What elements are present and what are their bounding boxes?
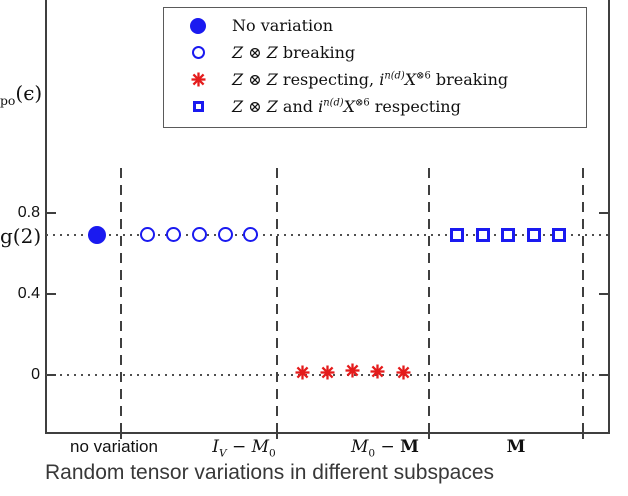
asterisk-marker-legend — [191, 72, 205, 87]
x-axis-tick — [582, 433, 584, 439]
text-segment: ⊗ — [243, 70, 267, 89]
dashed-region-divider — [276, 168, 278, 433]
dashed-region-divider — [120, 168, 122, 433]
text-segment: M — [506, 437, 526, 457]
open-circle-marker-series-1 — [140, 227, 155, 242]
legend-row: Z ⊗ Z and in(d)X⊗6 respecting — [164, 93, 586, 120]
text-segment: ⊗ — [243, 43, 267, 62]
text-segment: Z — [232, 70, 244, 89]
open-square-marker-series-3 — [552, 228, 566, 242]
text-segment: X — [404, 70, 417, 89]
y-axis-tick-right — [599, 374, 608, 376]
x-axis-tick — [120, 433, 122, 439]
text-segment: breaking — [277, 43, 356, 62]
filled-circle-marker-legend — [190, 17, 206, 34]
y-axis-right — [608, 0, 610, 433]
text-segment: n(d) — [323, 97, 344, 109]
dashed-region-divider — [428, 168, 430, 433]
text-segment: Z — [232, 97, 244, 116]
text-segment: V — [218, 447, 227, 460]
text-segment: M — [350, 437, 369, 457]
log2-tick-label-fragment: g(2) — [0, 224, 41, 248]
legend-row: No variation — [164, 12, 586, 39]
legend-marker-cell — [164, 17, 232, 34]
text-segment: po — [0, 93, 16, 108]
text-segment: i — [379, 70, 385, 89]
text-segment: respecting, — [277, 70, 380, 89]
dashed-region-divider — [582, 168, 584, 433]
text-segment: − — [226, 437, 252, 457]
y-axis-tick-left — [47, 374, 56, 376]
x-axis-tick — [276, 433, 278, 439]
dotted-reference-line — [46, 234, 609, 236]
chart-caption: Random tensor variations in different su… — [45, 461, 495, 484]
text-segment: ⊗6 — [355, 97, 370, 109]
asterisk-marker-series-2 — [345, 363, 360, 378]
open-circle-marker-series-1 — [243, 227, 258, 242]
legend-label: Z ⊗ Z breaking — [232, 43, 355, 62]
open-circle-marker-series-1 — [218, 227, 233, 242]
legend-marker-cell — [164, 46, 232, 59]
legend-label: No variation — [232, 16, 333, 35]
text-segment: M — [251, 437, 270, 457]
legend-marker-cell — [164, 72, 232, 87]
open-square-marker-series-3 — [527, 228, 541, 242]
text-segment: No variation — [232, 16, 334, 35]
y-axis-left — [45, 0, 47, 433]
x-axis-tick — [428, 433, 430, 439]
x-axis-bottom — [45, 432, 610, 434]
x-category-label: IV − M0 — [159, 437, 329, 459]
asterisk-marker-series-2 — [295, 365, 310, 380]
text-segment: Z — [266, 70, 278, 89]
text-segment: (ϵ) — [15, 81, 43, 105]
text-segment: Z — [266, 43, 278, 62]
text-segment: 0 — [368, 447, 376, 460]
open-square-marker-series-3 — [450, 228, 464, 242]
open-circle-marker-series-1 — [166, 227, 181, 242]
x-category-label: M — [431, 437, 601, 457]
text-segment: g(2) — [0, 224, 42, 248]
legend-row: Z ⊗ Z breaking — [164, 39, 586, 66]
text-segment: n(d) — [384, 70, 405, 82]
y-tick-label: 0.8 — [17, 204, 40, 221]
text-segment: no variation — [70, 437, 158, 456]
text-segment: − — [375, 437, 401, 457]
asterisk-marker-series-2 — [396, 365, 411, 380]
y-tick-label: 0.4 — [17, 285, 40, 302]
legend-row: Z ⊗ Z respecting, in(d)X⊗6 breaking — [164, 66, 586, 93]
text-segment: 0 — [269, 447, 276, 460]
open-circle-marker-legend — [191, 46, 205, 59]
y-tick-label: 0 — [31, 366, 40, 383]
text-segment: ⊗ — [243, 97, 267, 116]
text-segment: and — [277, 97, 319, 116]
text-segment: i — [318, 97, 324, 116]
text-segment: Z — [266, 97, 278, 116]
legend-marker-cell — [164, 101, 232, 112]
legend-label: Z ⊗ Z respecting, in(d)X⊗6 breaking — [232, 70, 508, 89]
y-axis-tick-right — [599, 293, 608, 295]
y-axis-label-fragment: po(ϵ) — [0, 81, 42, 108]
open-square-marker-series-3 — [476, 228, 490, 242]
text-segment: Z — [232, 43, 244, 62]
x-category-label: M0 − M — [300, 437, 470, 459]
filled-circle-marker-series-0 — [88, 226, 106, 244]
text-segment: breaking — [430, 70, 509, 89]
text-segment: M — [400, 437, 419, 457]
y-axis-tick-right — [599, 212, 608, 214]
text-segment: respecting — [369, 97, 461, 116]
open-circle-marker-series-1 — [192, 227, 207, 242]
open-square-marker-legend — [192, 101, 204, 112]
text-segment: ⊗6 — [416, 70, 431, 82]
asterisk-marker-series-2 — [320, 365, 335, 380]
text-segment: I — [212, 437, 219, 457]
text-segment: X — [343, 97, 356, 116]
x-category-label: no variation — [29, 437, 199, 457]
y-axis-tick-left — [47, 212, 56, 214]
open-square-marker-series-3 — [501, 228, 515, 242]
legend-label: Z ⊗ Z and in(d)X⊗6 respecting — [232, 97, 461, 116]
y-axis-tick-left — [47, 293, 56, 295]
asterisk-marker-series-2 — [370, 364, 385, 379]
